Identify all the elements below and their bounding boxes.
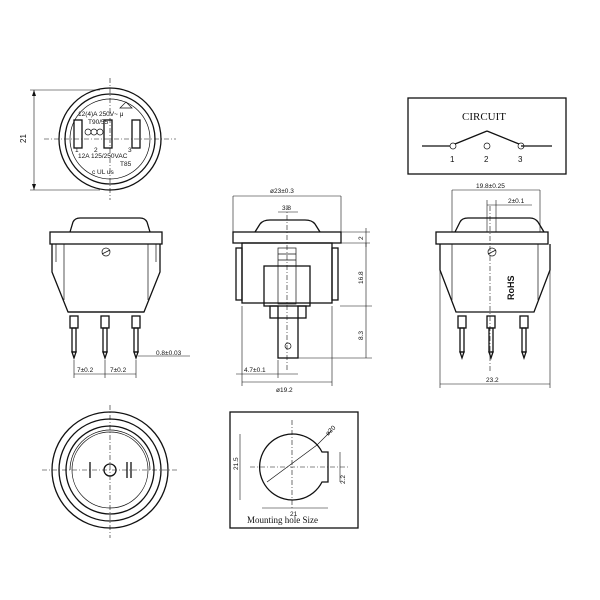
front-face-view bbox=[42, 405, 178, 538]
circuit-title: CIRCUIT bbox=[462, 111, 506, 123]
mounting-width-label: 21 bbox=[290, 511, 298, 518]
terminal-2-label: 2 bbox=[484, 155, 489, 164]
mounting-caption: Mounting hole Size bbox=[247, 515, 318, 525]
pin-length-label: 8.3 bbox=[358, 331, 365, 340]
mounting-diameter-label: ø20 bbox=[324, 424, 337, 437]
rating-label-2: T90/55 bbox=[88, 119, 109, 126]
pin-thickness-label: 0.8±0.03 bbox=[156, 350, 182, 357]
mounting-height-label: 21.5 bbox=[233, 457, 240, 470]
body-diameter-label: ø19.2 bbox=[276, 387, 293, 394]
rating-label-1: 12(4)A 250V~ μ bbox=[78, 111, 124, 118]
top-view: 21 12(4)A 250V~ μ T90/55 12A 125/250VAC … bbox=[19, 78, 176, 200]
height-dim-label: 21 bbox=[19, 134, 28, 143]
right-side-view: 19.8±0.25 2±0.1 RoHS 23.2 bbox=[435, 183, 551, 388]
terminal-3-label: 3 bbox=[518, 155, 523, 164]
outer-ring bbox=[58, 87, 162, 191]
cert-mark-icon bbox=[119, 101, 133, 109]
mounting-hole-view: ø20 21.5 2.2 21 Mounting hole Size bbox=[229, 411, 359, 529]
width-top-label: 19.8±0.25 bbox=[476, 183, 505, 190]
terminal-1-label: 1 bbox=[450, 155, 455, 164]
pin-slot-3 bbox=[131, 119, 141, 149]
pin-width-label: 4.7±0.1 bbox=[244, 367, 266, 374]
side-view: ø23±0.3 3.8 2 16.8 8.3 4.7±0.1 ø19.2 bbox=[232, 188, 372, 394]
mounting-hole-outline bbox=[259, 433, 329, 501]
outer-diameter-label: ø23±0.3 bbox=[270, 188, 294, 195]
pin-number-3: 3 bbox=[128, 147, 132, 154]
flange-label: 2 bbox=[358, 236, 365, 240]
rating-label-4: T85 bbox=[120, 161, 132, 168]
ul-mark: c UL us bbox=[92, 169, 115, 176]
offset-label: 2±0.1 bbox=[508, 198, 525, 205]
off-symbol-circle bbox=[103, 463, 117, 477]
circuit-diagram: CIRCUIT 1 2 3 bbox=[407, 97, 567, 175]
pitch-left-label: 7±0.2 bbox=[77, 367, 94, 374]
body-height-label: 16.8 bbox=[358, 271, 365, 284]
pin-number-1: 1 bbox=[75, 147, 79, 154]
pitch-right-label: 7±0.2 bbox=[110, 367, 127, 374]
pin-slot-2 bbox=[103, 119, 113, 149]
pin-number-2: 2 bbox=[94, 147, 98, 154]
rohs-mark: RoHS bbox=[506, 276, 516, 301]
mounting-slot-label: 2.2 bbox=[340, 475, 347, 484]
pin-slot-1 bbox=[73, 119, 83, 149]
total-width-label: 23.2 bbox=[486, 377, 499, 384]
rating-label-3: 12A 125/250VAC bbox=[78, 153, 128, 160]
front-view: 7±0.2 7±0.2 0.8±0.03 bbox=[49, 217, 190, 378]
